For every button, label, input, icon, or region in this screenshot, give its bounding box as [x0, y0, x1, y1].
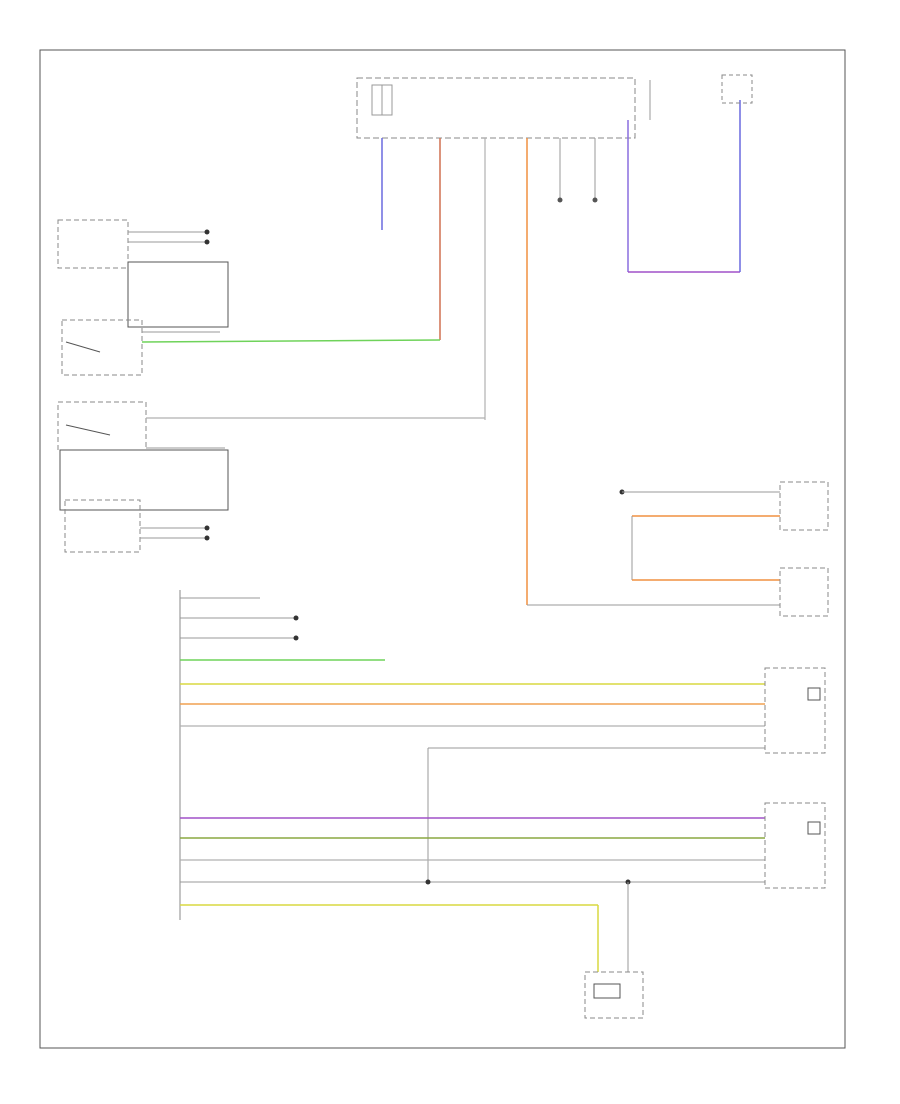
buckle-switch-box: [584, 971, 644, 1019]
pretensioner-box-passenger: [764, 667, 826, 754]
pretensioner-icon-driver: [807, 821, 821, 835]
pretensioner-icon-passenger: [807, 687, 821, 701]
pretensioner-box-driver: [764, 802, 826, 889]
buckle-switch: [584, 971, 644, 1019]
buckle-switch-inner: [593, 983, 621, 999]
passenger-door-panel: [59, 449, 229, 511]
driver-door-switch: [57, 219, 441, 376]
driver-switch-box: [61, 319, 143, 376]
ground-node-1: [557, 197, 563, 203]
switch-contact: [65, 341, 101, 353]
belt-sensor-box-1: [779, 481, 829, 531]
door-module-box: [57, 219, 129, 269]
driver-door-panel: [127, 261, 229, 328]
passenger-sub-box: [64, 499, 141, 553]
belt-sensors-right: [527, 481, 829, 617]
restraints-module: [179, 590, 826, 972]
diagram-frame: [39, 49, 846, 1049]
central-module: [356, 74, 753, 605]
central-module-box: [356, 77, 636, 139]
belt-sensor-box-2: [779, 567, 829, 617]
passenger-door-switch: [57, 401, 485, 553]
right-fuse-box: [721, 74, 753, 104]
ground-node-2: [592, 197, 598, 203]
wire-green-door: [141, 339, 441, 343]
